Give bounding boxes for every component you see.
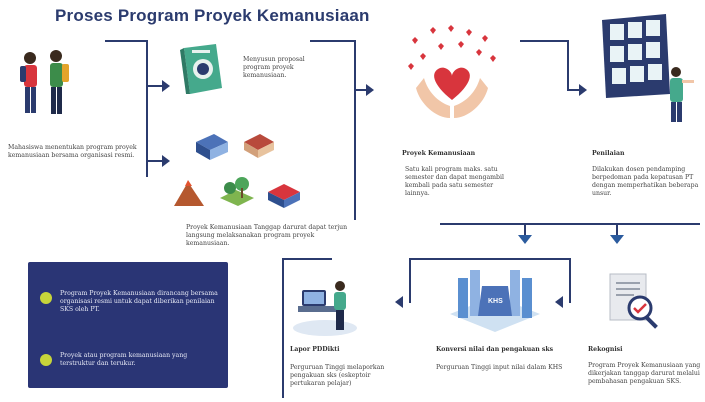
connector-proposal-out xyxy=(310,40,355,42)
khs-server-illustration xyxy=(450,270,540,332)
project-desc: Satu kali program maks. satu semester da… xyxy=(405,166,504,197)
connector-recog-vertical xyxy=(569,258,571,303)
assessment-title: Penilaian xyxy=(592,150,625,157)
note-bullet-icon xyxy=(40,354,52,366)
connector-to-project xyxy=(354,89,366,91)
building-illustration xyxy=(268,184,300,208)
hands-hearts-illustration xyxy=(408,25,496,118)
arrow-down-right xyxy=(610,235,624,244)
arrow-to-proposal xyxy=(162,80,170,92)
connector-report-left xyxy=(282,258,284,398)
flood-illustration xyxy=(196,134,228,160)
recognition-desc: Program Proyek Kemanusiaan yang dikerjak… xyxy=(588,362,701,385)
note-item: Program Proyek Kemanusiaan dirancang ber… xyxy=(60,290,218,313)
assessment-desc: Dilakukan dosen pendamping berpedoman pa… xyxy=(592,166,699,197)
connector-merge-vertical xyxy=(354,40,356,220)
conversion-desc: Perguruan Tinggi input nilai dalam KHS xyxy=(436,364,563,371)
house-damage-illustration xyxy=(244,134,274,158)
arrow-to-conversion xyxy=(555,296,563,308)
volcano-illustration xyxy=(174,180,204,206)
arrow-to-disaster xyxy=(162,155,170,167)
recognition-title: Rekognisi xyxy=(588,346,623,353)
proposal-text: Menyusun proposal program proyek kemanus… xyxy=(243,56,305,79)
recognition-document-illustration xyxy=(609,273,658,329)
tree-illustration xyxy=(220,177,254,206)
connector-to-assessment xyxy=(567,89,579,91)
page-title: Proses Program Proyek Kemanusiaan xyxy=(55,6,370,25)
report-desc: Perguruan Tinggi melaporkan pengakuan sk… xyxy=(290,364,385,387)
project-title: Proyek Kemanusiaan xyxy=(402,150,476,157)
khs-label: KHS xyxy=(488,298,503,305)
connector-split-vertical xyxy=(146,40,148,177)
connector-conv-vertical xyxy=(409,258,411,303)
disaster-text: Proyek Kemanusiaan Tanggap darurat dapat… xyxy=(186,224,348,247)
notes-box: Program Proyek Kemanusiaan dirancang ber… xyxy=(28,262,228,388)
report-desk-illustration xyxy=(293,281,357,336)
connector-project-out xyxy=(520,40,568,42)
connector-down-left xyxy=(524,223,526,235)
connector-start-right xyxy=(105,40,147,42)
report-title: Lapor PDDikti xyxy=(290,346,340,353)
assessment-board-illustration xyxy=(602,14,694,122)
connector-report-top xyxy=(282,258,332,260)
proposal-book-illustration xyxy=(180,44,222,94)
students-illustration xyxy=(20,50,69,114)
connector-assess-vertical xyxy=(567,40,569,90)
start-text: Mahasiswa menentukan program proyek kema… xyxy=(8,144,137,159)
connector-to-proposal xyxy=(146,85,164,87)
arrow-to-assessment xyxy=(579,84,587,96)
arrow-to-report xyxy=(395,296,403,308)
connector-to-disaster xyxy=(146,160,164,162)
arrow-to-project xyxy=(366,84,374,96)
arrow-down-left xyxy=(518,235,532,244)
connector-bottom-row xyxy=(410,258,570,260)
connector-down-right xyxy=(616,223,618,235)
connector-bottom-rail xyxy=(440,223,700,225)
conversion-title: Konversi nilai dan pengakuan sks xyxy=(436,346,554,353)
note-item: Proyek atau program kemanusiaan yang ter… xyxy=(60,352,188,367)
note-bullet-icon xyxy=(40,292,52,304)
